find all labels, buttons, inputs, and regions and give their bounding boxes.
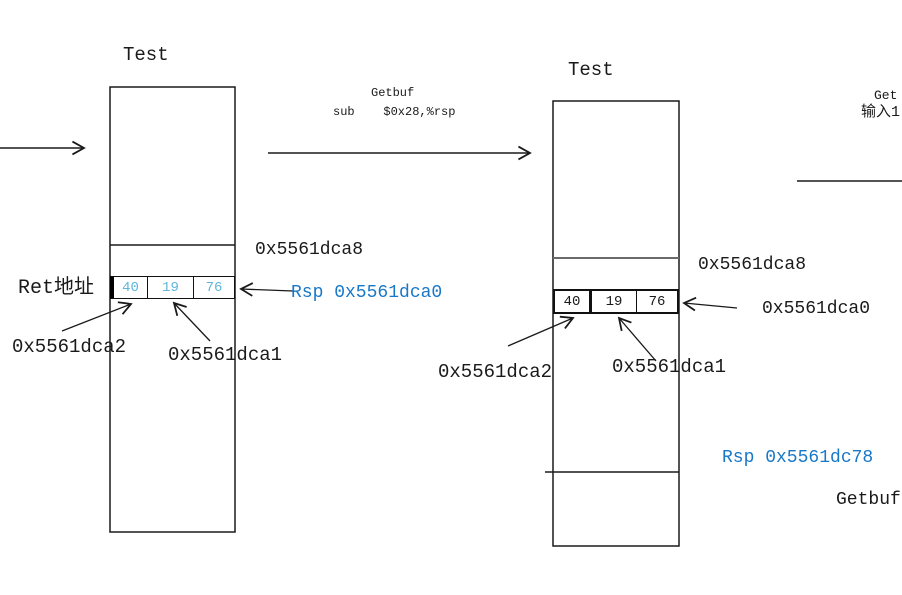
left-stack-outline [109, 86, 236, 533]
right-getbuf-label: Getbuf [836, 490, 901, 510]
right-addr-top-label: 0x5561dca8 [698, 255, 807, 275]
left-addr1-pointer-arrow [172, 301, 211, 342]
stack-cell: 19 [592, 291, 637, 312]
right-rsp-label: Rsp 0x5561dc78 [722, 448, 874, 468]
left-ret-label: Ret地址 [18, 277, 95, 300]
right-addr0-label: 0x5561dca0 [762, 299, 871, 319]
edge-fn-partial-label: Get [874, 88, 898, 103]
right-stack-cell-row: 40 19 76 [553, 289, 679, 314]
stack-cell: 76 [205, 279, 223, 296]
left-addr2-pointer-arrow [61, 301, 133, 332]
left-stack-cell-row: 40 19 76 [110, 276, 235, 299]
right-addr2-label: 0x5561dca2 [438, 361, 553, 383]
left-rsp-label: Rsp 0x5561dca0 [291, 283, 443, 303]
right-addr2-pointer-arrow [507, 315, 575, 347]
left-stack-title: Test [123, 44, 169, 66]
stack-cell: 40 [114, 277, 148, 298]
left-rsp-pointer-arrow [239, 282, 294, 297]
stack-cell: 40 [555, 291, 592, 312]
transition-fn-label: Getbuf [371, 86, 415, 100]
right-addr1-label: 0x5561dca1 [612, 356, 727, 378]
stack-cell: 76 [648, 293, 666, 310]
edge-input-partial-label: 输入1 [861, 104, 901, 121]
stack-cell: 19 [148, 277, 194, 298]
right-addr1-pointer-arrow [617, 316, 657, 362]
right-stack-outline [552, 100, 680, 547]
transition-asm-label: sub $0x28,%rsp [333, 105, 456, 119]
right-stack-title: Test [568, 59, 614, 81]
left-addr-top-label: 0x5561dca8 [255, 240, 364, 260]
left-addr1-label: 0x5561dca1 [168, 344, 283, 366]
left-addr2-label: 0x5561dca2 [12, 336, 127, 358]
right-addr0-pointer-arrow [682, 296, 738, 312]
